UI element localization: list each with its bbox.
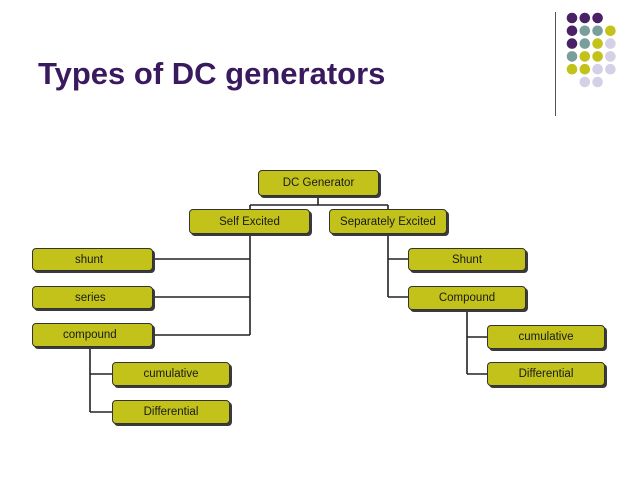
decorative-dot [579, 76, 591, 88]
decorative-dot [579, 25, 591, 37]
decorative-dot [605, 25, 616, 37]
node-self-series: series [32, 286, 153, 309]
node-separate-cumulative: cumulative [487, 325, 605, 349]
decorative-dot [592, 12, 603, 24]
decorative-dot [592, 25, 603, 37]
decorative-dot [592, 76, 603, 88]
connector-self-compound-subtree [89, 346, 112, 413]
node-self-excited: Self Excited [189, 209, 310, 234]
decorative-dot [592, 63, 603, 75]
slide-title: Types of DC generators [38, 56, 386, 91]
connector-root-to-branches [249, 195, 389, 209]
node-self-cumulative: cumulative [112, 362, 230, 386]
node-self-shunt: shunt [32, 248, 153, 271]
decorative-dot [579, 51, 591, 62]
decorative-dot [592, 51, 603, 62]
title-divider-line [555, 12, 556, 116]
node-separate-differential: Differential [487, 362, 605, 386]
decorative-dot [566, 12, 578, 24]
decorative-dot [566, 38, 578, 49]
decorative-dot [566, 63, 578, 75]
connector-separate-compound-subtree [466, 309, 487, 375]
connector-separately-excited-trunk [387, 233, 408, 298]
decorative-dot [579, 12, 591, 24]
node-separate-shunt: Shunt [408, 248, 526, 271]
node-separately-excited: Separately Excited [329, 209, 447, 234]
node-self-compound: compound [32, 323, 153, 347]
node-separate-compound: Compound [408, 286, 526, 310]
decorative-dot [579, 63, 591, 75]
decorative-dot [566, 51, 578, 62]
node-dc-generator: DC Generator [258, 170, 379, 196]
decorative-dot [605, 38, 616, 49]
decorative-dot [579, 38, 591, 49]
node-self-differential: Differential [112, 400, 230, 424]
decorative-dot [592, 38, 603, 49]
decorative-dot [605, 63, 616, 75]
decorative-dot [566, 25, 578, 37]
decorative-dot [605, 51, 616, 62]
